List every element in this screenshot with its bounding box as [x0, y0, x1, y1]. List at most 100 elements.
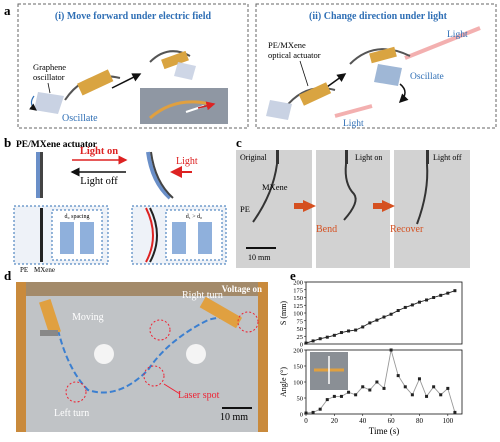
chart-0-point	[439, 293, 443, 297]
chart-1-ytick-label: 100	[293, 380, 303, 387]
panel-a-label: a	[4, 3, 11, 18]
panel-e-label: e	[290, 268, 296, 283]
chart-0-ytick-label: 50	[297, 326, 304, 333]
chart-1-xtick-label: 80	[416, 417, 424, 425]
chart-0-ytick-label: 150	[293, 295, 303, 302]
scale-bar-d: 10 mm	[220, 412, 248, 423]
chart-1-point	[446, 386, 450, 390]
chart-1-point	[361, 385, 365, 389]
oscillate-label-i: Oscillate	[62, 113, 98, 124]
chart-1-xtick-label: 100	[443, 417, 454, 425]
graphene-label-line2: oscillator	[33, 72, 65, 82]
laser-spot-label: Laser spot	[178, 390, 220, 401]
chart-1-point	[354, 393, 358, 397]
photo-inset	[140, 88, 228, 124]
chart-0-ytick-label: 175	[293, 287, 303, 294]
panel-a-box-ii: (ii) Change direction under light Light …	[255, 3, 497, 129]
light-label-b: Light	[176, 156, 198, 167]
oscillate-label-ii: Oscillate	[410, 72, 444, 82]
chart-0-ylabel: S (mm)	[279, 301, 288, 326]
chart-1-point	[339, 394, 343, 398]
chart-1-point	[311, 410, 315, 414]
chart-0-point	[417, 300, 421, 304]
chart-0-point	[304, 341, 308, 345]
frame2-title: Light on	[355, 153, 382, 162]
panel-a-box-i: (i) Move forward under electric field Gr…	[17, 3, 249, 129]
frame1-title: Original	[240, 153, 267, 162]
chart-1-point	[304, 411, 308, 415]
left-turn-label: Left turn	[54, 408, 89, 419]
light-top-label: Light	[447, 30, 468, 40]
chart-1-point	[417, 377, 421, 381]
chart-0-point	[396, 309, 400, 313]
chart-1-point	[439, 393, 443, 397]
chart-1-ylabel: Angle (°)	[279, 367, 288, 397]
box-i-title: (i) Move forward under electric field	[55, 11, 212, 22]
chart-0-ytick-label: 200	[293, 280, 303, 287]
graphene-label-line1: Graphene	[33, 62, 66, 72]
chart-1-ytick-label: 50	[297, 396, 304, 403]
chart-0-ytick-label: 0	[300, 342, 303, 349]
pe-label-b: PE	[20, 266, 28, 274]
frame3-title: Light off	[433, 153, 462, 162]
chart-1-xtick-label: 40	[359, 417, 367, 425]
chart-1-ytick-label: 200	[293, 348, 303, 355]
voltage-label: Voltage on	[222, 284, 262, 294]
chart-0-point	[339, 331, 343, 335]
chart-0-point	[403, 305, 407, 309]
chart-0-ytick-label: 125	[293, 303, 303, 310]
chart-1-ytick-label: 150	[293, 364, 303, 371]
mxene-label-c: MXene	[262, 182, 288, 192]
chart-0-point	[453, 289, 457, 293]
chart-1-xtick-label: 0	[304, 417, 308, 425]
panel-c: Original MXene PE 10 mm Light on Light o…	[236, 150, 470, 268]
chart-0-point	[354, 328, 358, 332]
chart-1-ytick-label: 0	[300, 412, 303, 419]
left-inset-spacing: d₀ spacing	[65, 214, 90, 220]
panel-b: PE/MXene actuator Light Light on Light o…	[13, 140, 227, 274]
chart-1-point	[332, 394, 336, 398]
right-inset-relation: d₁ > d₀	[186, 214, 203, 220]
chart-1-point	[425, 394, 429, 398]
moving-label: Moving	[72, 312, 104, 323]
chart-1-xtick-label: 20	[331, 417, 339, 425]
chart-0-ytick-label: 100	[293, 311, 303, 318]
bend-label: Bend	[316, 224, 337, 235]
light-off-label: Light off	[80, 176, 118, 187]
chart-1-point	[325, 398, 329, 402]
scale-bar-c: 10 mm	[248, 253, 271, 262]
chart-0-series-line	[305, 290, 456, 344]
chart-0-point	[325, 335, 329, 339]
chart-1-point	[396, 374, 400, 378]
chart-0-point	[332, 333, 336, 337]
chart-1-point	[318, 407, 322, 411]
chart-0-frame	[305, 281, 463, 345]
chart-1-point	[382, 386, 386, 390]
panel-b-label: b	[4, 135, 11, 150]
light-bottom-label: Light	[343, 119, 364, 129]
chart-0-point	[375, 318, 379, 322]
actuator-label-line1: PE/MXene	[268, 40, 306, 50]
panel-d: Voltage on Moving Right turn Laser spot …	[16, 282, 268, 432]
chart-1-point	[375, 380, 379, 384]
chart-0-point	[446, 291, 450, 295]
chart-0-point	[347, 329, 351, 333]
chart-1-point	[432, 385, 436, 389]
chart-0-point	[311, 339, 315, 343]
chart-0-point	[389, 312, 393, 316]
pe-label-c: PE	[240, 204, 250, 214]
right-turn-label: Right turn	[182, 290, 223, 301]
chart-0-point	[410, 303, 414, 307]
box-ii-title: (ii) Change direction under light	[309, 11, 448, 22]
recover-label: Recover	[390, 224, 424, 235]
chart-1-point	[403, 385, 407, 389]
chart-0-ytick-label: 25	[297, 334, 304, 341]
panel-b-title: PE/MXene actuator	[16, 140, 98, 150]
panel-c-label: c	[236, 135, 242, 150]
chart-0-point	[425, 298, 429, 302]
chart-1-xtick-label: 60	[388, 417, 396, 425]
mxene-label-b: MXene	[34, 266, 55, 274]
chart-1-point	[410, 393, 414, 397]
